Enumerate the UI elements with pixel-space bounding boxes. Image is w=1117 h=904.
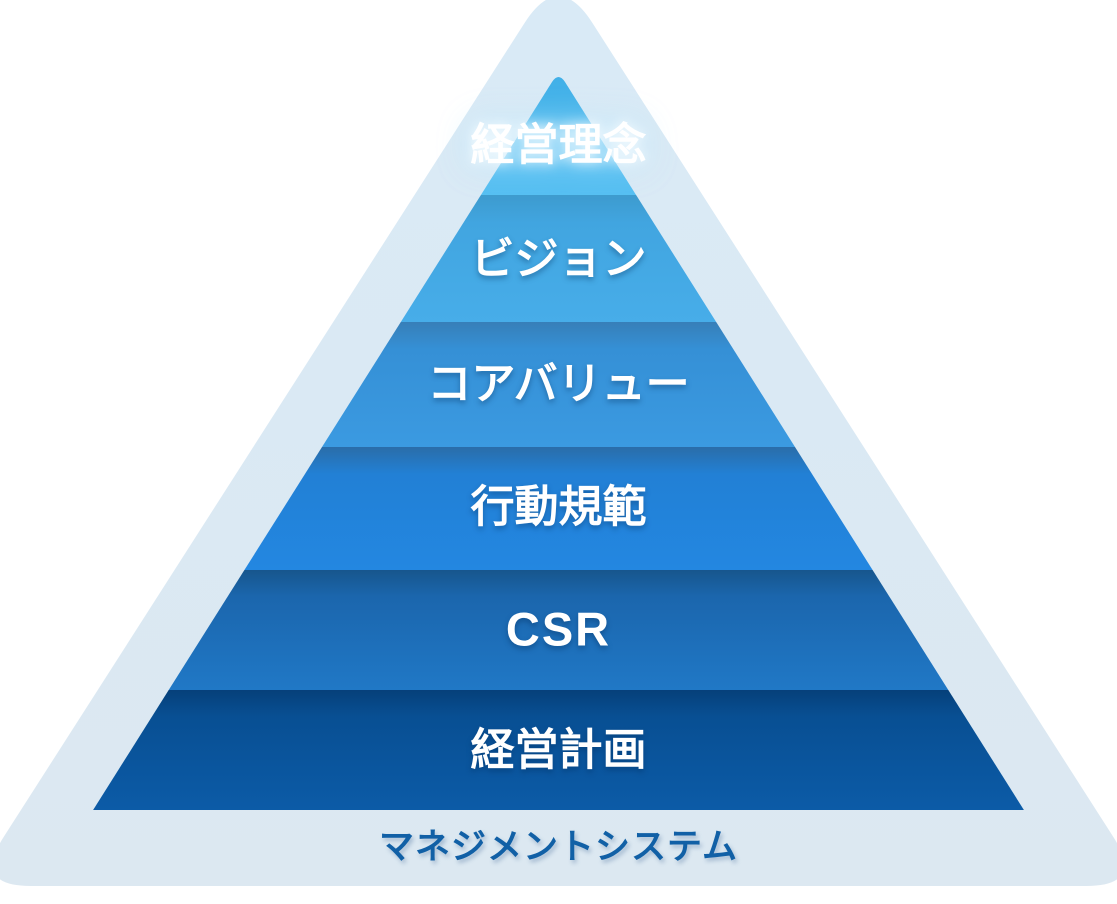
pyramid-level-csr [168,570,949,690]
level-label-code-of-conduct: 行動規範 [471,483,647,532]
level-label-business-plan: 経営計画 [471,726,647,775]
level-label-csr: CSR [506,603,611,656]
pyramid-level-philosophy [480,77,637,195]
management-system-caption: マネジメントシステム [379,828,738,867]
pyramid-level-business-plan [93,690,1024,810]
level-label-core-value: コアバリュー [427,360,689,409]
pyramid-level-core-value [322,322,795,447]
level-label-philosophy: 経営理念 [471,120,647,170]
level-label-vision: ビジョン [471,235,647,284]
pyramid-level-vision [400,195,717,322]
pyramid-level-code-of-conduct [244,447,873,570]
